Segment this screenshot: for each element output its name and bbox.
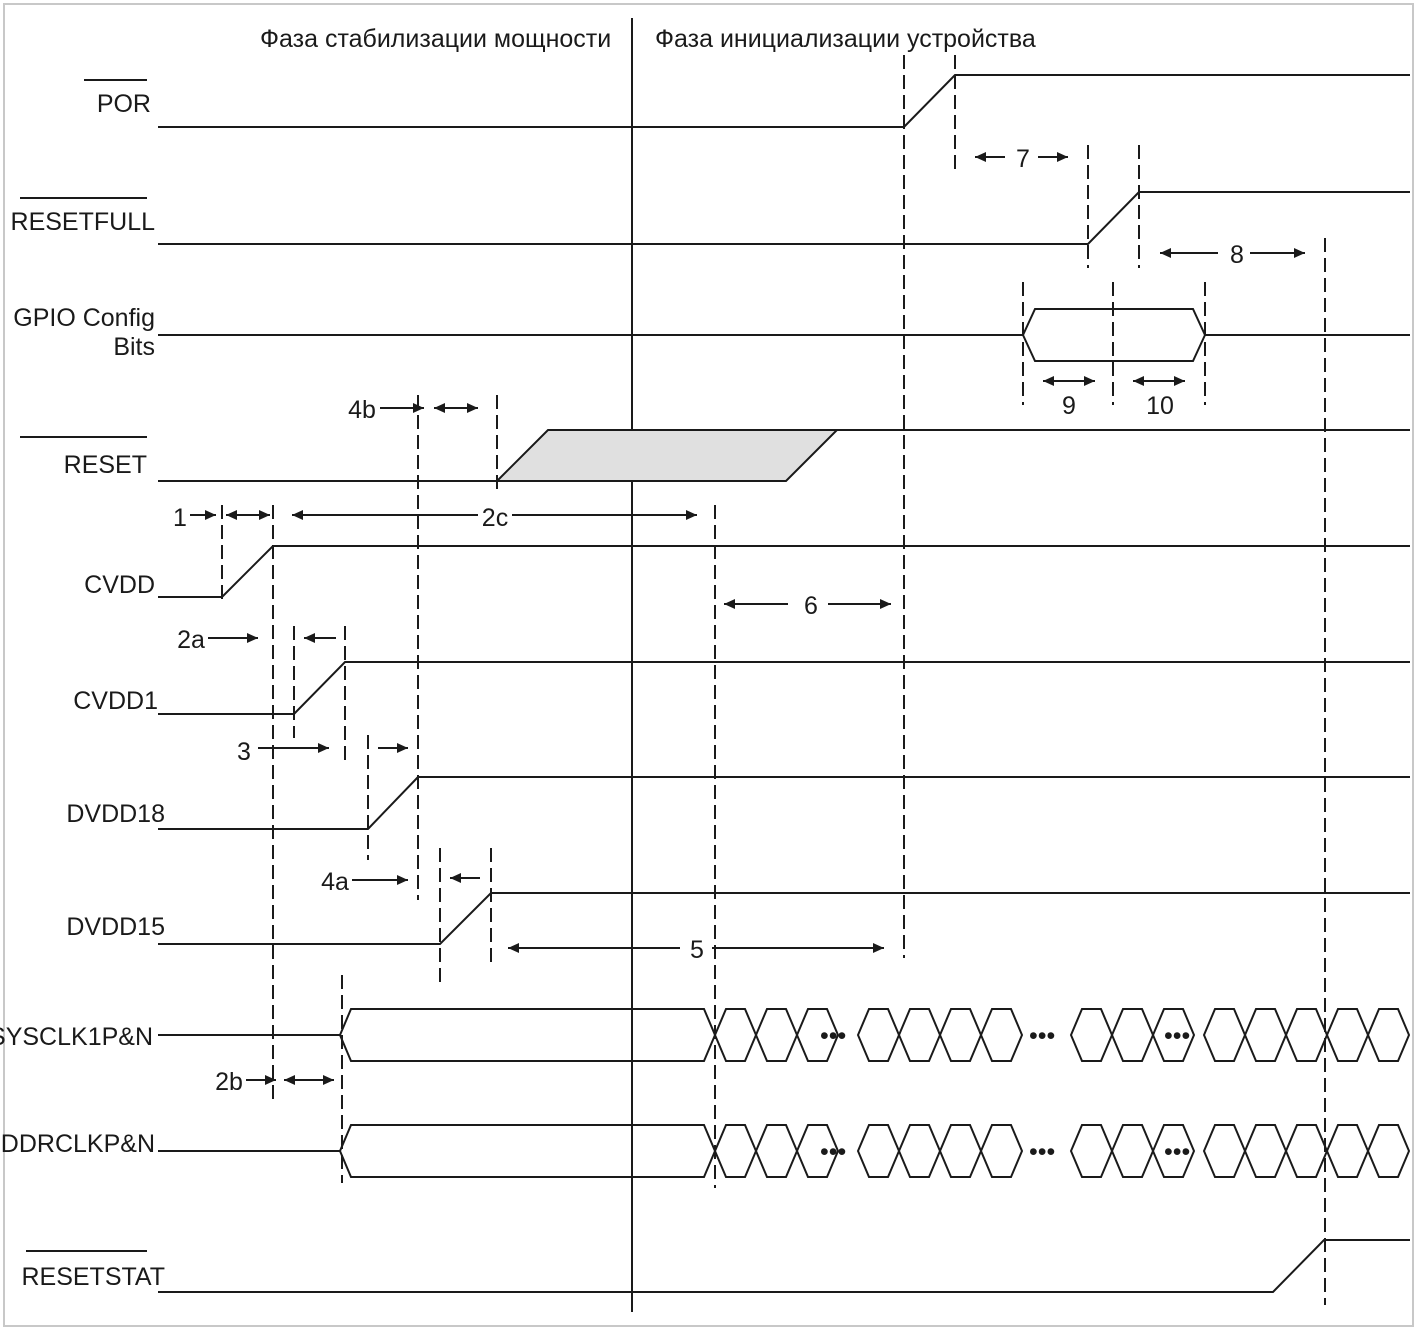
waveforms: ••• ••• ••• ••• ••• ••• [158,74,1411,1293]
arrow-head [292,510,303,520]
clock-cycle-group [856,1124,1024,1178]
waveform-resetfull [158,191,1410,245]
clock-cycle-group [1069,1008,1196,1062]
waveform-por [158,74,1410,128]
arrow-head [1133,376,1144,386]
arrow-head [1294,248,1305,258]
timing-label-10: 10 [1146,392,1174,420]
clock-cycle-group [713,1124,840,1178]
waveform-ddrclk-cycles [713,1124,1411,1178]
label-gpio-config: GPIO Config [13,304,155,332]
arrow-head [450,873,461,883]
timing-label-4b: 4b [348,396,376,424]
label-gpio-bits: Bits [113,333,155,361]
ddrclk-ellipsis-3: ••• [1164,1138,1190,1166]
timing-label-2c: 2c [482,504,508,532]
arrow-head [873,943,884,953]
arrow-head [975,152,986,162]
timing-label-2b: 2b [215,1068,243,1096]
arrow-head [1084,376,1095,386]
timing-label-7: 7 [1016,145,1030,173]
timing-label-5: 5 [690,936,704,964]
label-sysclk: SYSCLK1P&N [0,1023,153,1051]
timing-label-9: 9 [1062,392,1076,420]
label-dvdd15: DVDD15 [66,913,165,941]
ddrclk-ellipsis-2: ••• [1029,1138,1055,1166]
arrow-head [397,743,408,753]
arrow-head [686,510,697,520]
phase-init-title: Фаза инициализации устройства [655,25,1036,53]
label-dvdd18: DVDD18 [66,800,165,828]
arrow-head [247,633,258,643]
arrow-head [413,403,424,413]
waveform-dvdd18 [158,776,1410,830]
arrow-head [1043,376,1054,386]
clock-cycle-group [713,1008,840,1062]
arrow-head [284,1075,295,1085]
arrow-head [205,510,216,520]
reference-lines [221,55,1326,1305]
arrow-head [304,633,315,643]
clock-cycle-group [1069,1124,1196,1178]
label-resetstat: RESETSTAT [21,1263,165,1291]
label-cvdd1: CVDD1 [73,687,158,715]
arrow-head [1160,248,1171,258]
arrow-head [880,599,891,609]
clock-cycle-group [1202,1124,1411,1178]
sysclk-ellipsis-3: ••• [1164,1022,1190,1050]
arrow-head [318,743,329,753]
label-cvdd: CVDD [84,571,155,599]
arrow-head [265,1075,276,1085]
waveform-cvdd1 [158,661,1410,715]
label-ddrclk: DDRCLKP&N [1,1130,155,1158]
waveform-cvdd [158,545,1410,598]
label-por: POR [97,90,151,118]
waveform-reset [158,429,1410,482]
sysclk-ellipsis-1: ••• [820,1022,846,1050]
ddrclk-ellipsis-1: ••• [820,1138,846,1166]
timing-label-1: 1 [173,504,187,532]
clock-cycle-group [856,1008,1024,1062]
arrow-head [724,599,735,609]
timing-label-2a: 2a [177,626,205,654]
waveform-sysclk-stable [158,1008,717,1062]
diagram-frame [3,3,1414,1327]
timing-arrows [190,152,1305,1085]
waveform-resetstat [158,1239,1410,1293]
timing-label-3: 3 [237,738,251,766]
timing-label-4a: 4a [321,868,349,896]
timing-label-8: 8 [1230,241,1244,269]
timing-labels: 7 8 9 10 4b 1 2c 6 2a 3 4a 5 2b [173,145,1244,1096]
arrow-head [508,943,519,953]
arrow-head [467,403,478,413]
arrow-head [1057,152,1068,162]
clock-cycle-group [1202,1008,1411,1062]
arrow-head [434,403,445,413]
waveform-sysclk-cycles [713,1008,1411,1062]
timing-label-6: 6 [804,592,818,620]
arrow-head [397,875,408,885]
arrow-head [226,510,237,520]
waveform-gpio [158,308,1410,362]
waveform-dvdd15 [158,892,1410,945]
arrow-head [259,510,270,520]
phase-power-title: Фаза стабилизации мощности [260,25,611,53]
arrow-head [1174,376,1185,386]
signal-labels: POR RESETFULL GPIO Config Bits RESET CVD… [0,79,165,1291]
sysclk-ellipsis-2: ••• [1029,1022,1055,1050]
label-reset: RESET [64,451,147,479]
label-resetfull: RESETFULL [11,208,156,236]
arrow-head [323,1075,334,1085]
reset-transition-window [494,429,840,482]
